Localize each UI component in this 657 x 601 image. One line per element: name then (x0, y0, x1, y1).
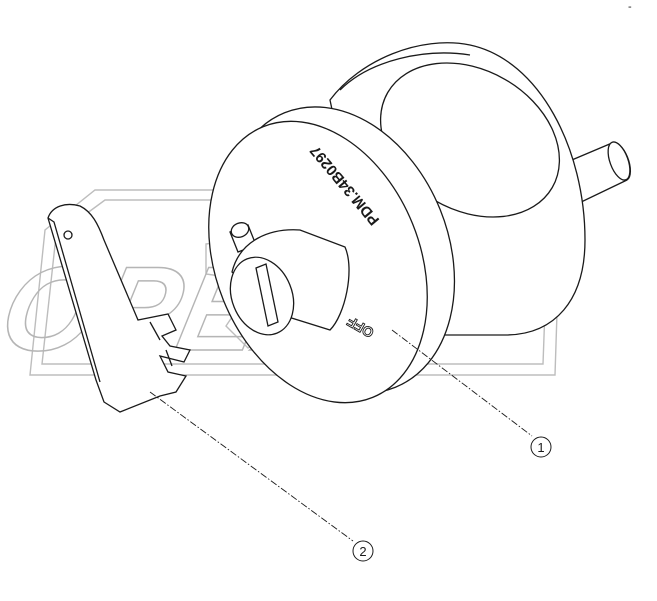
corner-mark: - (628, 1, 632, 13)
locking-plate (47, 203, 191, 413)
callout-2: 2 (352, 540, 374, 562)
locking-plate-hole (63, 230, 73, 240)
callout-1-label: 1 (537, 440, 544, 455)
leader-line-2 (149, 391, 354, 542)
locking-plate-outline (47, 203, 191, 413)
callout-1: 1 (530, 436, 552, 458)
leader-line-1 (391, 329, 533, 437)
key-barrel (231, 229, 350, 331)
key-slot (255, 263, 279, 327)
callout-2-label: 2 (359, 544, 366, 559)
switch-assembly: PDM.34B0297 OFF (208, 42, 632, 404)
